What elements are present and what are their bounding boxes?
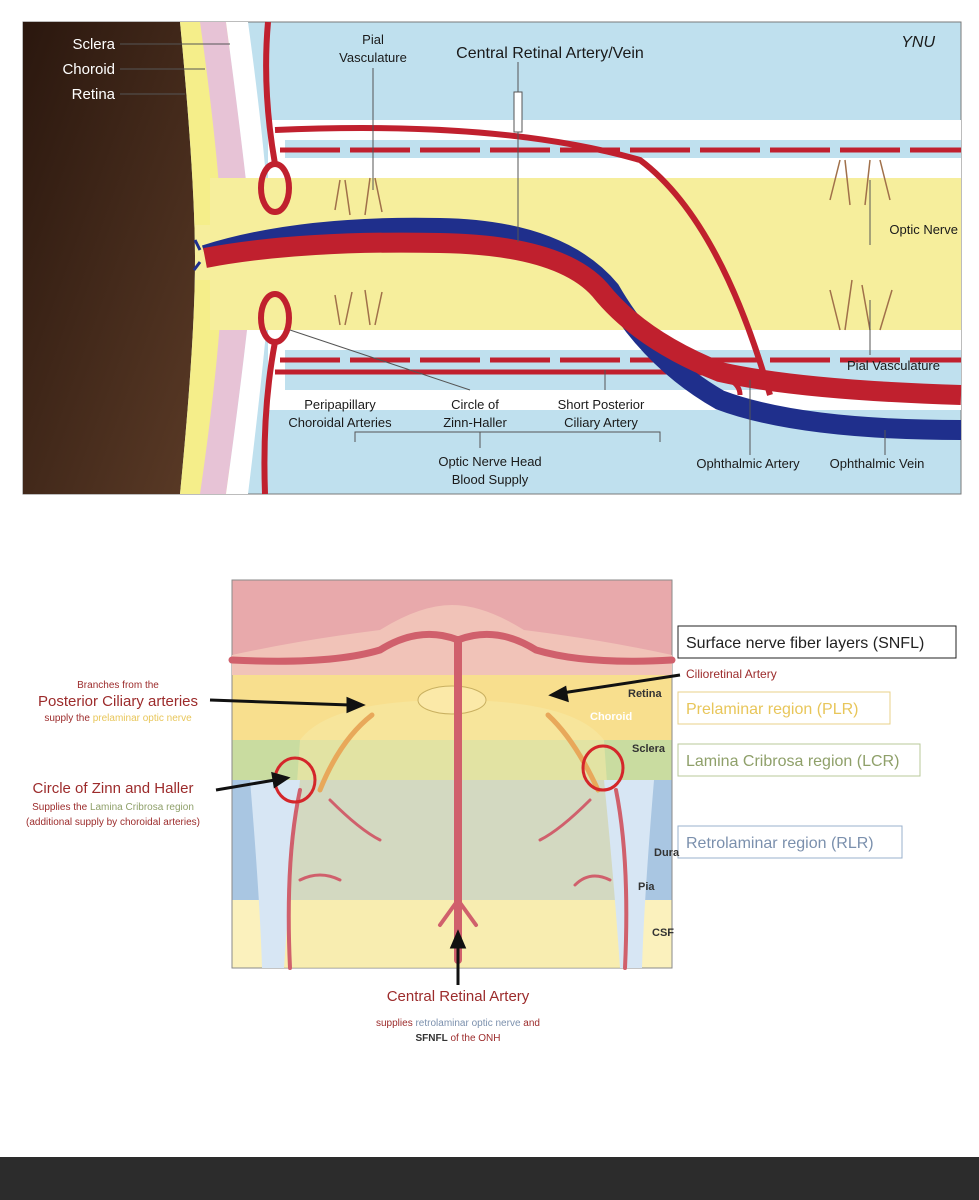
label-csf: CSF <box>652 927 674 939</box>
optic-nerve <box>210 178 961 330</box>
label-circle-2: Zinn-Haller <box>443 415 507 430</box>
cup-floor <box>417 685 487 715</box>
label-pial-vasculature: Pial Vasculature <box>847 358 940 373</box>
label-sclera-inline: Sclera <box>632 743 666 755</box>
label-onh-supply-1: Optic Nerve Head <box>438 454 541 469</box>
note-branches-2: Posterior Ciliary arteries <box>38 693 198 710</box>
signature-logo: YNU <box>901 34 935 51</box>
optic-nerve-longitudinal-diagram: Sclera Choroid Retina Pial Vasculature C… <box>22 21 962 495</box>
label-short-posterior-2: Ciliary Artery <box>564 415 638 430</box>
optic-nerve-head-blood-supply-diagram: Surface nerve fiber layers (SNFL) Prelam… <box>26 579 957 1044</box>
label-snfl: Surface nerve fiber layers (SNFL) <box>686 635 924 652</box>
arteries <box>228 630 676 970</box>
label-choroid: Choroid <box>62 61 115 78</box>
label-ophthalmic-vein: Ophthalmic Vein <box>830 456 925 471</box>
vessel-marker <box>513 91 523 133</box>
label-pial-1: Pial <box>362 32 384 47</box>
note-branches-3: supply the prelaminar optic nerve <box>44 713 192 724</box>
left-sheath <box>250 780 300 968</box>
lcr-label-box <box>677 743 921 777</box>
label-dura: Dura <box>654 847 680 859</box>
note-branches-1: Branches from the <box>77 680 159 691</box>
label-ophthalmic-artery: Ophthalmic Artery <box>696 456 800 471</box>
plr-label-box <box>677 691 891 725</box>
right-sheath <box>604 780 654 968</box>
note-central-retinal-1: supplies retrolaminar optic nerve and <box>376 1018 540 1029</box>
note-circle-3: (additional supply by choroidal arteries… <box>26 817 200 828</box>
label-plr: Prelaminar region (PLR) <box>686 701 859 718</box>
callout-arrows <box>209 673 681 985</box>
circle-of-zinn-haller-right <box>581 744 625 792</box>
label-short-posterior-1: Short Posterior <box>558 397 645 412</box>
label-pia: Pia <box>638 881 655 893</box>
sclera-layer <box>226 22 268 494</box>
label-rlr: Retrolaminar region (RLR) <box>686 835 874 852</box>
label-lcr: Lamina Cribrosa region (LCR) <box>686 753 899 770</box>
label-sclera: Sclera <box>72 36 115 53</box>
label-peripapillary-2: Choroidal Arteries <box>288 415 392 430</box>
eye-globe <box>23 22 195 494</box>
note-circle-2: Supplies the Lamina Cribrosa region <box>32 802 194 813</box>
label-optic-nerve: Optic Nerve <box>889 222 958 237</box>
label-circle-1: Circle of <box>451 397 499 412</box>
nerve-core <box>284 700 620 968</box>
label-retina-inline: Retina <box>628 688 663 700</box>
retinal-vessel-branches <box>192 239 202 271</box>
central-retinal-artery <box>203 232 962 405</box>
label-pial-2: Vasculature <box>339 50 407 65</box>
snfl-label-box <box>677 625 957 659</box>
label-choroid-inline: Choroid <box>590 711 632 723</box>
short-posterior-ciliary-artery-bottom <box>261 341 278 495</box>
note-central-retinal-2: SFNFL of the ONH <box>415 1033 500 1044</box>
note-circle-title: Circle of Zinn and Haller <box>33 780 194 797</box>
label-onh-supply-2: Blood Supply <box>452 472 529 487</box>
rlr-label-box <box>677 825 903 859</box>
label-cilioretinal: Cilioretinal Artery <box>686 667 777 681</box>
label-central-retinal: Central Retinal Artery/Vein <box>456 45 644 62</box>
label-retina: Retina <box>72 86 116 103</box>
label-peripapillary-1: Peripapillary <box>304 397 376 412</box>
note-central-retinal-title: Central Retinal Artery <box>387 988 530 1005</box>
ciliary-branch <box>274 125 773 396</box>
bottom-bar <box>0 1157 979 1200</box>
pial-vessel-branches <box>334 159 893 331</box>
short-posterior-ciliary-artery-top <box>263 21 278 165</box>
